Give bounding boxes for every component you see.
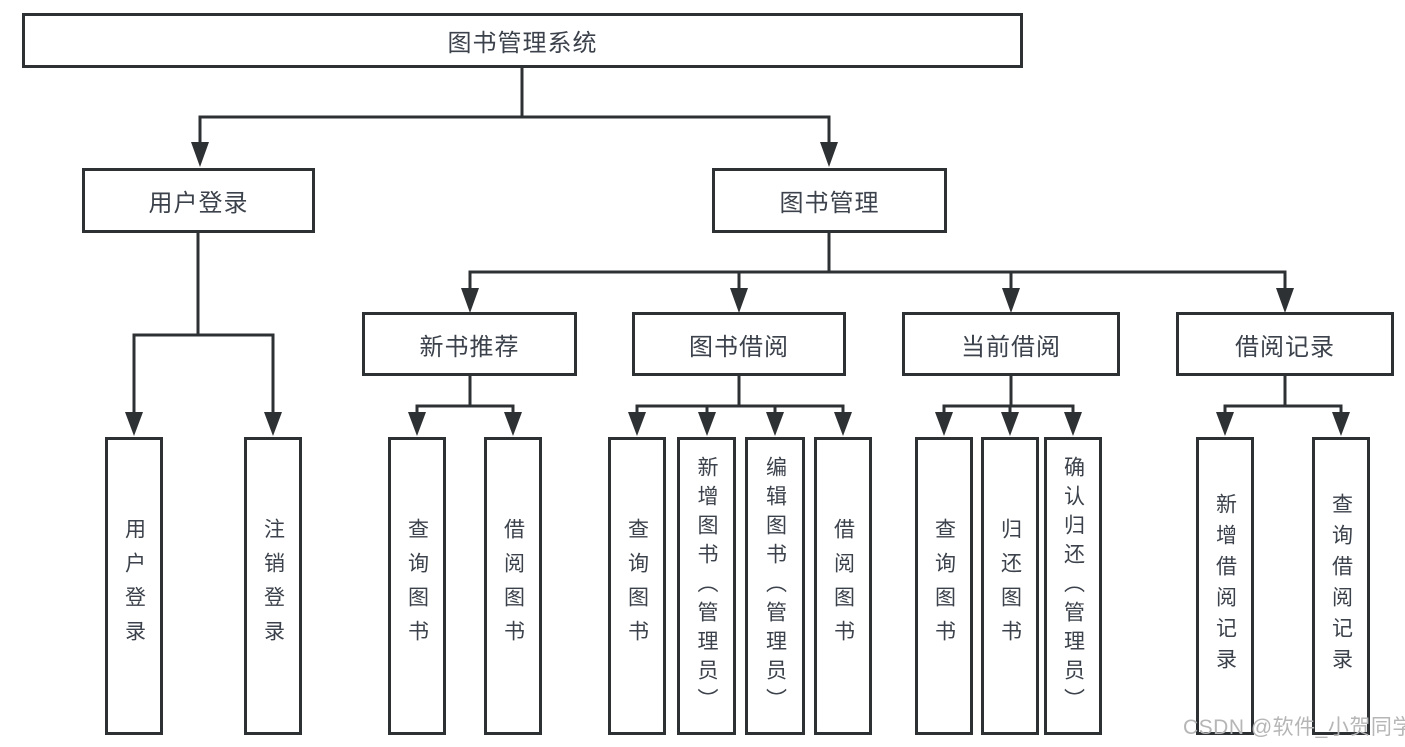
node-leaf-add-borrow-record: 新增借阅记录 — [1196, 437, 1254, 735]
node-label: 归还图书 — [998, 518, 1022, 654]
node-borrowing-records: 借阅记录 — [1176, 312, 1394, 376]
watermark: CSDN @软件_小贺同学 — [1183, 716, 1405, 739]
node-leaf-user-login: 用户登录 — [105, 437, 163, 735]
node-leaf-confirm-return-admin: 确认归还（管理员） — [1044, 437, 1102, 735]
node-label: 查询图书 — [405, 518, 429, 654]
node-leaf-query-borrow-record: 查询借阅记录 — [1312, 437, 1370, 735]
node-leaf-borrow-books-recommend: 借阅图书 — [484, 437, 542, 735]
node-leaf-query-books-borrowing: 查询图书 — [608, 437, 666, 735]
node-leaf-add-books-admin: 新增图书（管理员） — [677, 437, 736, 735]
node-label: 借阅图书 — [831, 518, 855, 654]
node-leaf-borrow-books-borrowing: 借阅图书 — [814, 437, 872, 735]
node-user-login: 用户登录 — [82, 168, 315, 233]
node-label: 新增借阅记录 — [1213, 493, 1237, 679]
node-label: 注销登录 — [261, 518, 285, 654]
node-label: 编辑图书（管理员） — [763, 455, 787, 717]
node-book-management: 图书管理 — [712, 168, 947, 233]
node-book-borrowing: 图书借阅 — [632, 312, 846, 376]
node-label: 借阅记录 — [1235, 333, 1335, 361]
node-leaf-logout: 注销登录 — [244, 437, 302, 735]
node-label: 查询图书 — [932, 518, 956, 654]
node-label: 图书借阅 — [689, 333, 789, 361]
node-label: 图书管理 — [779, 190, 880, 217]
node-label: 借阅图书 — [501, 518, 525, 654]
node-root-system: 图书管理系统 — [22, 13, 1023, 68]
node-label: 新书推荐 — [419, 333, 520, 361]
node-leaf-edit-books-admin: 编辑图书（管理员） — [745, 437, 805, 735]
node-label: 确认归还（管理员） — [1061, 455, 1085, 717]
node-leaf-query-books-current: 查询图书 — [915, 437, 973, 735]
node-label: 图书管理系统 — [447, 30, 598, 57]
node-label: 查询借阅记录 — [1329, 493, 1353, 679]
node-label: 新增图书（管理员） — [695, 455, 718, 717]
node-leaf-return-books: 归还图书 — [981, 437, 1039, 735]
node-leaf-query-books-recommend: 查询图书 — [388, 437, 446, 735]
node-label: 查询图书 — [625, 518, 649, 654]
node-label: 用户登录 — [148, 190, 249, 217]
node-current-borrowing: 当前借阅 — [902, 312, 1120, 376]
node-new-book-recommendation: 新书推荐 — [362, 312, 577, 376]
node-label: 当前借阅 — [961, 333, 1061, 361]
arrowheads — [125, 142, 1350, 436]
node-label: 用户登录 — [122, 518, 146, 654]
